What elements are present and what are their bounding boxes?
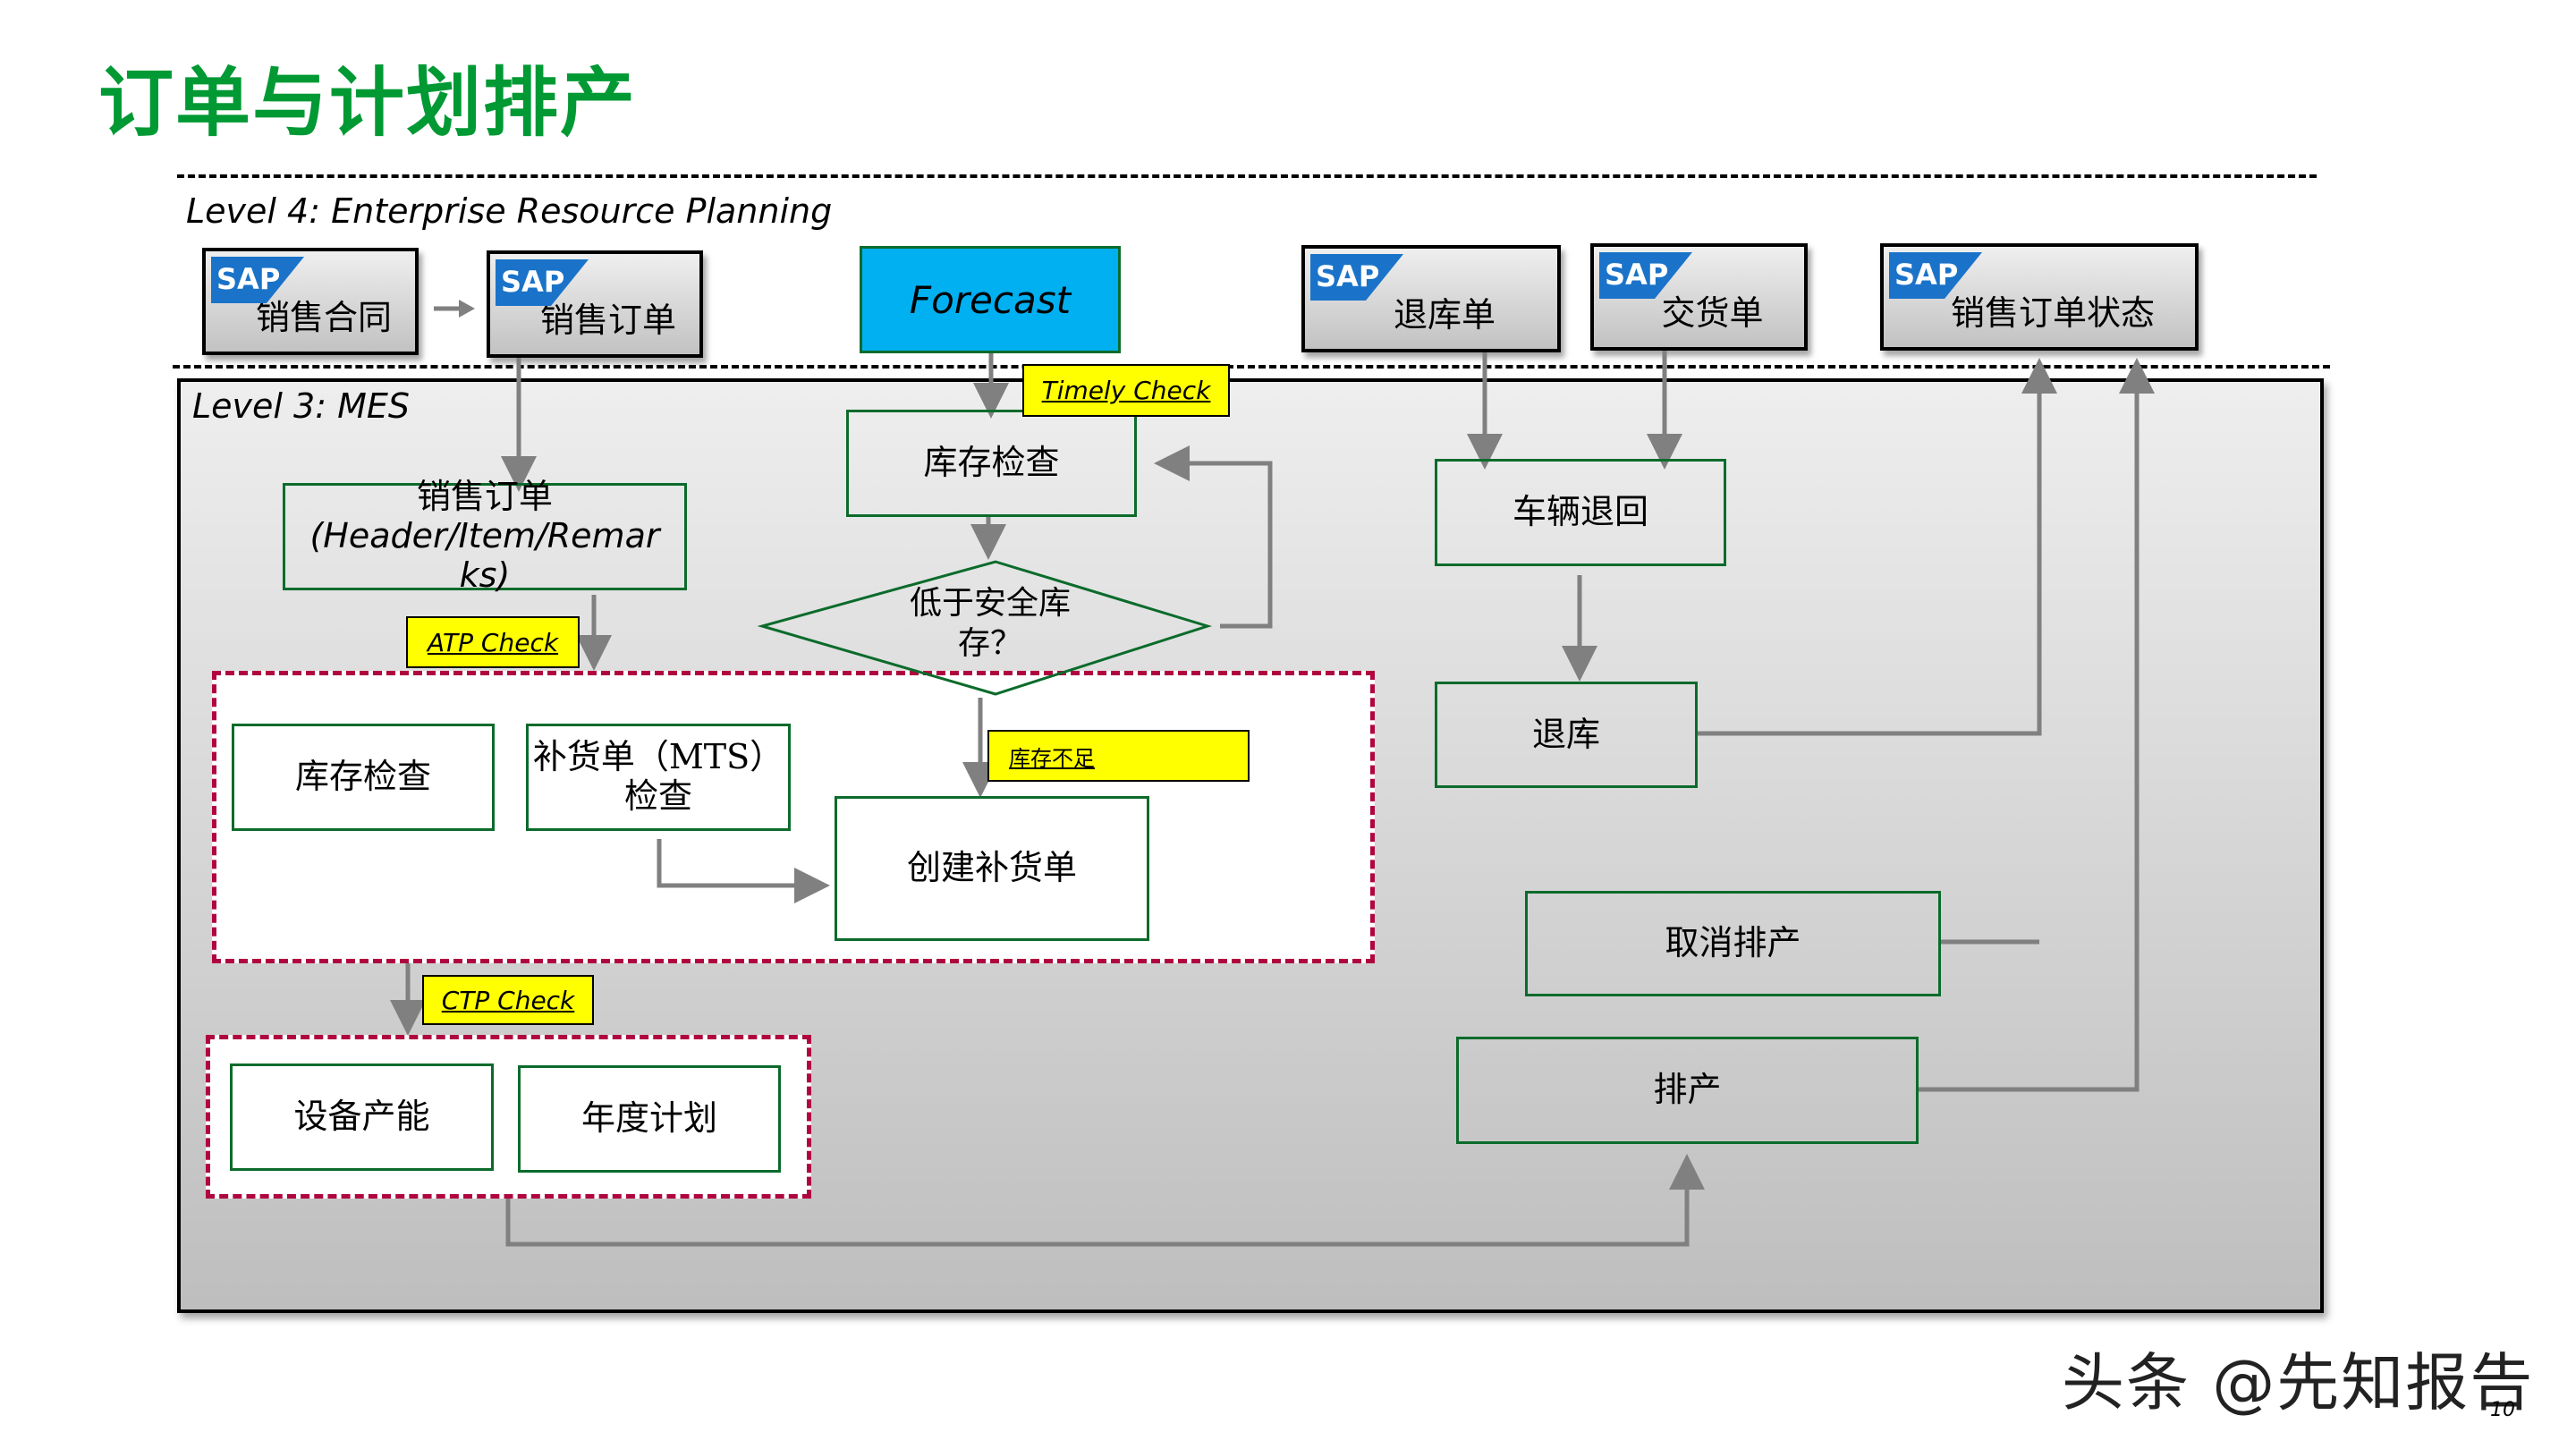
schedule-box[interactable]: 排产 [1456,1037,1919,1144]
replenish-line1: 补货单（MTS） [532,737,784,777]
atp-inventory-check-box[interactable]: 库存检查 [232,724,495,831]
stock-shortage-label: 库存不足 [987,730,1250,782]
forecast-box[interactable]: Forecast [860,246,1121,353]
level4-label: Level 4: Enterprise Resource Planning [186,191,833,231]
box-label: 销售合同 [255,297,392,337]
arrow-loop-back [1154,445,1273,629]
sales-order-line1: 销售订单 [416,477,553,517]
inventory-check-top-box[interactable]: 库存检查 [846,410,1137,517]
sap-sales-contract[interactable]: SAP 销售合同 [202,248,419,355]
decision-diamond [757,560,1213,696]
sap-return-order[interactable]: SAP 退库单 [1301,245,1561,352]
page-title: 订单与计划排产 [98,59,638,147]
vehicle-return-box[interactable]: 车辆退回 [1435,459,1726,566]
svg-text:SAP: SAP [501,265,564,299]
sap-logo-icon: SAP [1310,254,1403,301]
sales-order-line2: (Header/Item/Remar [309,516,660,556]
sap-delivery-order[interactable]: SAP 交货单 [1590,243,1808,351]
stock-return-box[interactable]: 退库 [1435,682,1698,788]
ctp-check-label: CTP Check [422,975,594,1025]
line-schedule-to-status [1919,358,2155,1092]
timely-check-label: Timely Check [1022,364,1230,417]
sap-logo-icon: SAP [496,259,589,306]
sap-logo-icon: SAP [1599,252,1692,299]
level3-label: Level 3: MES [192,386,411,426]
sap-sales-order-status[interactable]: SAP 销售订单状态 [1880,243,2199,351]
level-divider [173,365,2330,369]
svg-text:SAP: SAP [216,262,280,296]
sap-logo-icon: SAP [1889,252,1982,299]
box-label: 交货单 [1661,292,1764,333]
sap-logo-icon: SAP [211,257,304,303]
svg-text:SAP: SAP [1894,258,1958,292]
arrow-right-icon [434,300,475,318]
line-return-to-status [1698,358,2057,736]
watermark: 头条 @先知报告 [2062,1346,2535,1419]
svg-text:SAP: SAP [1316,259,1379,293]
equipment-capacity-box[interactable]: 设备产能 [230,1063,494,1171]
level4-top-divider [177,174,2317,178]
decision-label: 低于安全库 存？ [852,583,1129,664]
cancel-schedule-box[interactable]: 取消排产 [1525,891,1941,996]
sales-order-line3: ks) [459,555,511,595]
annual-plan-box[interactable]: 年度计划 [518,1065,781,1173]
decision-line1: 低于安全库 [909,585,1071,622]
svg-text:SAP: SAP [1605,258,1668,292]
create-replenish-box[interactable]: 创建补货单 [835,796,1149,941]
box-label: 销售订单状态 [1950,292,2155,333]
arrow-mts-to-create [657,839,830,903]
arrow-ctp-to-schedule [505,1154,1705,1247]
replenish-line2: 检查 [623,776,692,816]
sap-sales-order[interactable]: SAP 销售订单 [487,250,703,358]
page-number: 10 [2490,1399,2515,1421]
atp-check-label: ATP Check [406,616,580,668]
sales-order-mes-box[interactable]: 销售订单 (Header/Item/Remar ks) [283,478,687,595]
box-label: 退库单 [1393,294,1496,335]
decision-line2: 存？ [957,625,1022,662]
box-label: 销售订单 [539,300,676,340]
replenish-mts-check-box[interactable]: 补货单（MTS） 检查 [526,724,791,831]
